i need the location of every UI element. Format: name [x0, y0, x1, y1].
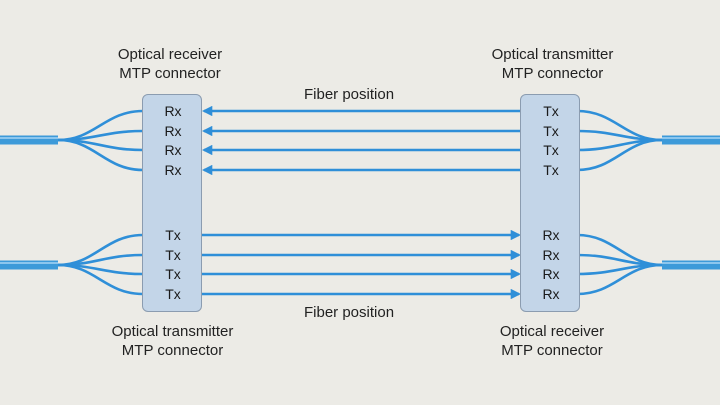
fan-left-lower-4: [57, 263, 144, 296]
right-port-1: Tx: [543, 103, 559, 119]
left-port-2: Rx: [164, 123, 182, 139]
left-port-4: Rx: [164, 162, 182, 178]
label-bottom-right: Optical receiver MTP connector: [467, 322, 637, 360]
right-port-4: Tx: [543, 162, 559, 178]
left-port-1: Rx: [164, 103, 182, 119]
right-port-8: Rx: [542, 286, 560, 302]
fan-right-lower-4: [576, 263, 663, 296]
right-port-3: Tx: [543, 142, 559, 158]
left-port-3: Rx: [164, 142, 182, 158]
fan-right-upper-2: [576, 129, 663, 142]
label-top-right: Optical transmitter MTP connector: [465, 45, 640, 83]
label-bottom-right-line2: MTP connector: [501, 342, 603, 359]
fan-right-upper-4: [576, 138, 663, 172]
label-bottom-left-line1: Optical transmitter: [111, 323, 234, 340]
label-top-right-line1: Optical transmitter: [491, 46, 614, 63]
fan-right-lower-2: [576, 253, 663, 267]
left-port-8: Tx: [165, 286, 181, 302]
label-bottom-left-line2: MTP connector: [121, 342, 224, 359]
left-port-7: Tx: [165, 266, 181, 282]
left-mtp-connector: Rx Rx Rx Rx Tx Tx Tx Tx: [142, 94, 202, 312]
label-bottom-right-line1: Optical receiver: [499, 323, 605, 340]
right-mtp-connector: Tx Tx Tx Tx Rx Rx Rx Rx: [520, 94, 580, 312]
label-top-left-line1: Optical receiver: [117, 46, 223, 63]
fan-left-upper-2: [57, 129, 144, 142]
label-top-left-line2: MTP connector: [119, 65, 221, 82]
fiber-position-top: Fiber position: [304, 86, 395, 103]
label-top-right-line2: MTP connector: [501, 65, 604, 82]
fiber-position-bottom: Fiber position: [304, 304, 395, 321]
fan-left-lower-2: [57, 253, 144, 267]
label-top-left: Optical receiver MTP connector: [85, 45, 255, 83]
label-bottom-left: Optical transmitter MTP connector: [85, 322, 260, 360]
right-port-7: Rx: [542, 266, 560, 282]
fan-left-upper-4: [57, 138, 144, 172]
left-port-6: Tx: [165, 247, 181, 263]
right-port-2: Tx: [543, 123, 559, 139]
right-port-6: Rx: [542, 247, 560, 263]
right-port-5: Rx: [542, 227, 560, 243]
left-port-5: Tx: [165, 227, 181, 243]
